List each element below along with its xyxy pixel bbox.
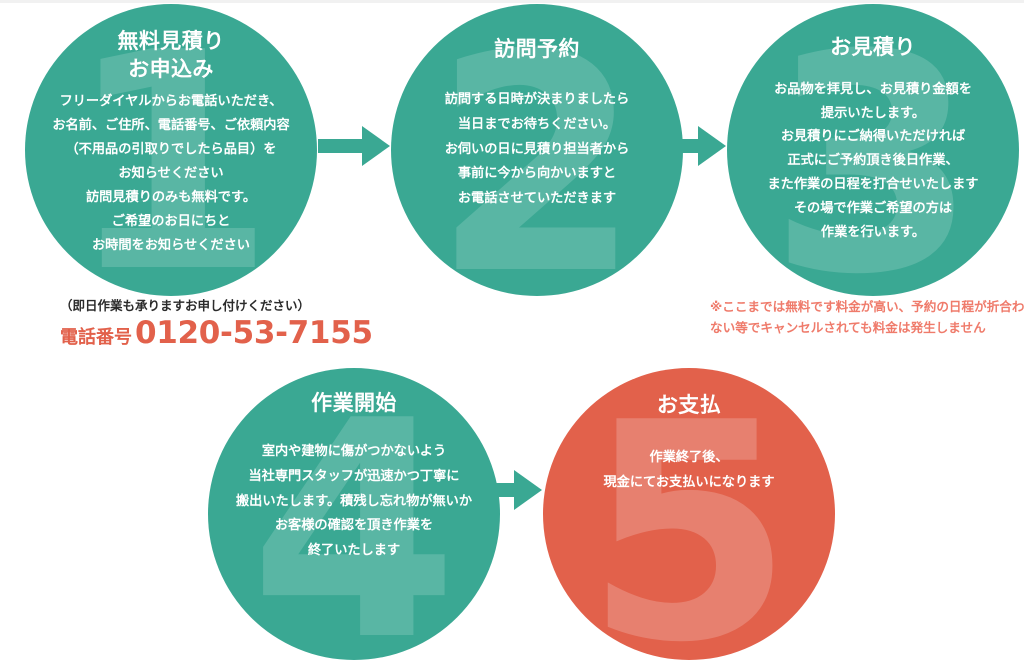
arrow-step4-to-step5 bbox=[470, 466, 542, 514]
step-body-3: お品物を拝見し、お見積り金額を 提示いたします。 お見積りにご納得いただければ … bbox=[767, 81, 979, 240]
step-body-2: 訪問する日時が決まりましたら 当日までお待ちください。 お伺いの日に見積り担当者… bbox=[444, 91, 630, 207]
telephone-line[interactable]: 電話番号 0120-53-7155 bbox=[60, 318, 373, 349]
arrow-right-icon bbox=[318, 126, 390, 166]
step-title-1: 無料見積り お申込み bbox=[117, 29, 225, 81]
step-title-2: 訪問予約 bbox=[494, 37, 580, 61]
disclaimer-block: ※ここまでは無料です料金が高い、予約の日程が折合わ ない等でキャンセルされても料… bbox=[710, 297, 1024, 339]
step-content-5: お支払 作業終了後、 現金にてお支払いになります bbox=[543, 392, 835, 496]
step-title-3: お見積り bbox=[830, 35, 916, 59]
telephone-label: 電話番号 bbox=[60, 327, 132, 348]
step-body-5: 作業終了後、 現金にてお支払いになります bbox=[603, 449, 775, 490]
free-until-here-disclaimer: ※ここまでは無料です料金が高い、予約の日程が折合わ ない等でキャンセルされても料… bbox=[710, 299, 1024, 335]
step-body-1: フリーダイヤルからお電話いただき、 お名前、ご住所、電話番号、ご依頼内容 （不用… bbox=[52, 93, 290, 253]
step-title-4: 作業開始 bbox=[311, 391, 397, 415]
step-body-4: 室内や建物に傷がつかないよう 当社専門スタッフが迅速かつ丁寧に 搬出いたします。… bbox=[235, 443, 473, 559]
step-title-5: お支払 bbox=[656, 393, 722, 417]
top-divider bbox=[0, 0, 1024, 3]
same-day-note: （即日作業も承りますお申し付けください） bbox=[60, 298, 311, 313]
step-circle-1: 1 無料見積り お申込み フリーダイヤルからお電話いただき、 お名前、ご住所、電… bbox=[25, 4, 317, 296]
step-circle-2: 2 訪問予約 訪問する日時が決まりましたら 当日までお待ちください。 お伺いの日… bbox=[391, 4, 683, 296]
step-content-2: 訪問予約 訪問する日時が決まりましたら 当日までお待ちください。 お伺いの日に見… bbox=[391, 36, 683, 212]
step-content-4: 作業開始 室内や建物に傷がつかないよう 当社専門スタッフが迅速かつ丁寧に 搬出い… bbox=[208, 390, 500, 564]
arrow-step1-to-step2 bbox=[318, 122, 390, 170]
arrow-right-icon bbox=[470, 470, 542, 510]
contact-block: （即日作業も承りますお申し付けください） 電話番号 0120-53-7155 bbox=[60, 295, 373, 349]
step-circle-3: 3 お見積り お品物を拝見し、お見積り金額を 提示いたします。 お見積りにご納得… bbox=[727, 4, 1019, 296]
telephone-number[interactable]: 0120-53-7155 bbox=[135, 315, 373, 351]
arrow-right-icon bbox=[654, 126, 726, 166]
step-content-1: 無料見積り お申込み フリーダイヤルからお電話いただき、 お名前、ご住所、電話番… bbox=[25, 28, 317, 258]
step-circle-4: 4 作業開始 室内や建物に傷がつかないよう 当社専門スタッフが迅速かつ丁寧に 搬… bbox=[208, 368, 500, 660]
step-circle-5: 5 お支払 作業終了後、 現金にてお支払いになります bbox=[543, 368, 835, 660]
step-content-3: お見積り お品物を拝見し、お見積り金額を 提示いたします。 お見積りにご納得いた… bbox=[727, 34, 1019, 244]
arrow-step2-to-step3 bbox=[654, 122, 726, 170]
